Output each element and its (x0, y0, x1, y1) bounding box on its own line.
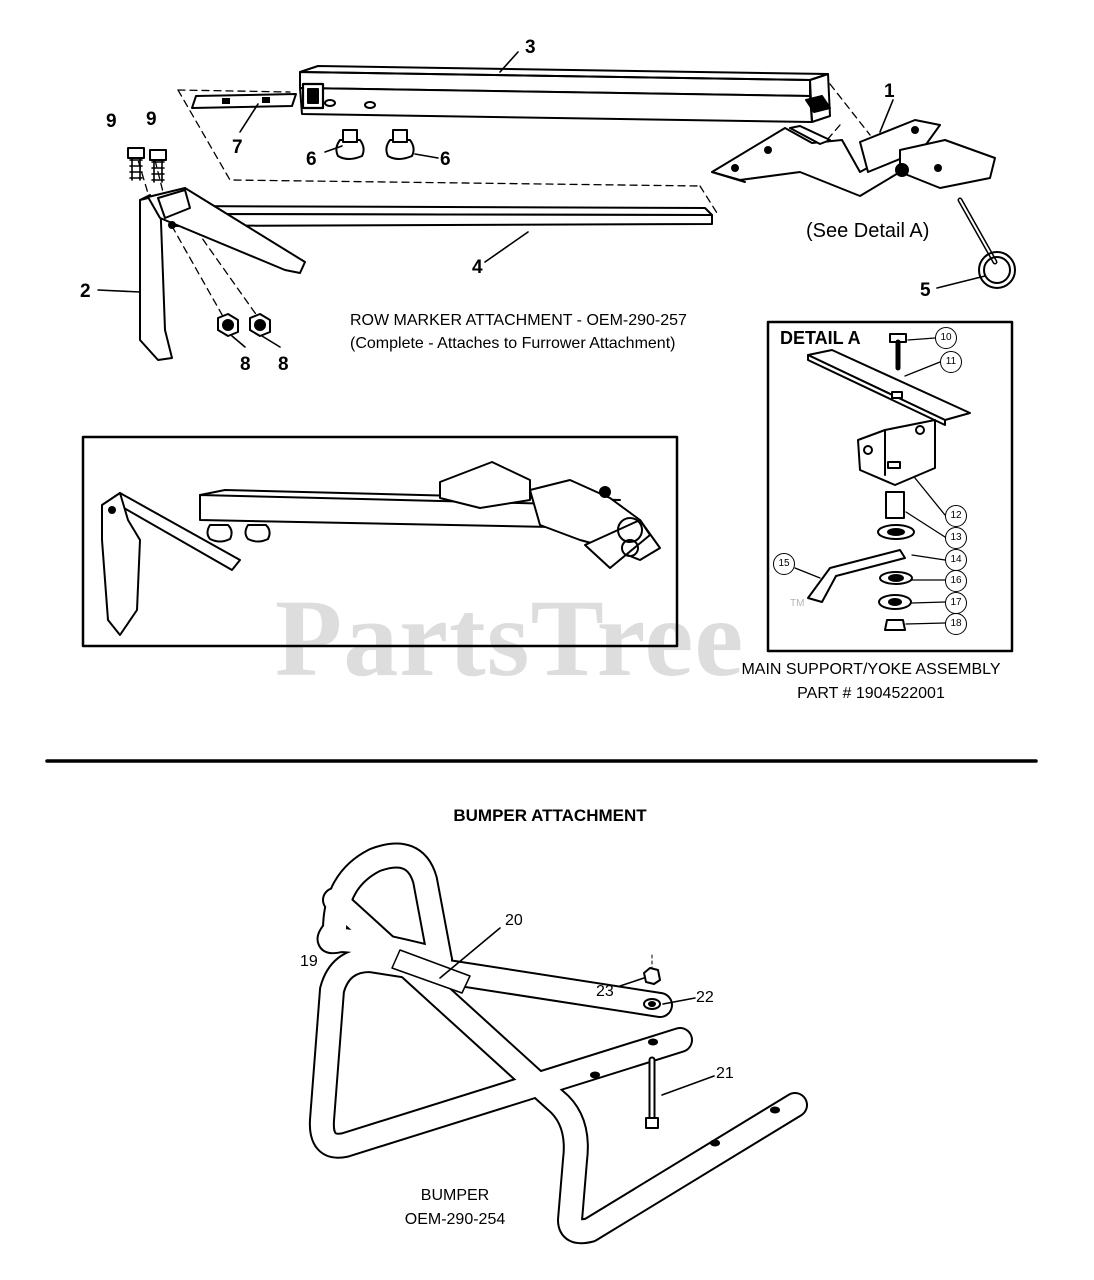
bumper-tube-fill (310, 844, 806, 1243)
callout-8b: 8 (278, 354, 289, 375)
part-3-upper-tube (299, 65, 831, 123)
callout-18: 18 (945, 613, 967, 635)
callout-14: 14 (945, 549, 967, 571)
callout-11: 11 (940, 351, 962, 373)
callout-5: 5 (920, 280, 931, 301)
callout-2: 2 (80, 281, 91, 302)
bumper-tube-outline (308, 842, 808, 1245)
callout-15: 15 (773, 553, 795, 575)
part-4-lower-tube (169, 205, 713, 227)
callout-1: 1 (884, 81, 895, 102)
bumper-caption-2: OEM-290-254 (404, 1211, 506, 1228)
callout-3: 3 (525, 37, 536, 58)
detail-a-caption-1: MAIN SUPPORT/YOKE ASSEMBLY (741, 661, 1001, 678)
callout-8a: 8 (240, 354, 251, 375)
part-8-nuts (217, 313, 271, 337)
part-5-hitch-pin (957, 197, 1016, 289)
row-marker-subtitle: (Complete - Attaches to Furrower Attachm… (350, 335, 676, 352)
part-7-plate (191, 93, 297, 109)
callout-16: 16 (945, 570, 967, 592)
callout-9a: 9 (106, 111, 117, 132)
part-1-bracket (711, 119, 996, 197)
callout-9b: 9 (146, 109, 157, 130)
callout-6b: 6 (440, 149, 451, 170)
callout-13: 13 (945, 527, 967, 549)
callout-12: 12 (945, 505, 967, 527)
see-detail-label: (See Detail A) (806, 220, 930, 242)
part-6-knobs (335, 129, 415, 160)
callout-23: 23 (596, 983, 614, 1000)
part-9-bolts (127, 147, 167, 183)
callout-20: 20 (505, 912, 523, 929)
row-marker-exploded-view (97, 51, 1016, 361)
callout-4: 4 (472, 257, 483, 278)
callout-leaders (97, 51, 986, 348)
watermark: PartsTree (275, 577, 745, 699)
detail-a-title: DETAIL A (780, 328, 861, 348)
row-marker-title: ROW MARKER ATTACHMENT - OEM-290-257 (350, 312, 687, 329)
callout-6a: 6 (306, 149, 317, 170)
callout-19: 19 (300, 953, 318, 970)
callout-21: 21 (716, 1065, 734, 1082)
detail-a-caption-2: PART # 1904522001 (797, 685, 945, 702)
assembled-view (81, 435, 679, 648)
callout-10: 10 (935, 327, 957, 349)
bumper-title: BUMPER ATTACHMENT (453, 806, 647, 825)
bumper-view (308, 842, 808, 1245)
callout-7: 7 (232, 137, 243, 158)
bumper-caption-1: BUMPER (420, 1187, 490, 1204)
callout-22: 22 (696, 989, 714, 1006)
watermark-tm: TM (790, 598, 805, 609)
part-2-marker-arm (147, 187, 306, 274)
detail-a-view (766, 320, 1014, 653)
callout-17: 17 (945, 592, 967, 614)
